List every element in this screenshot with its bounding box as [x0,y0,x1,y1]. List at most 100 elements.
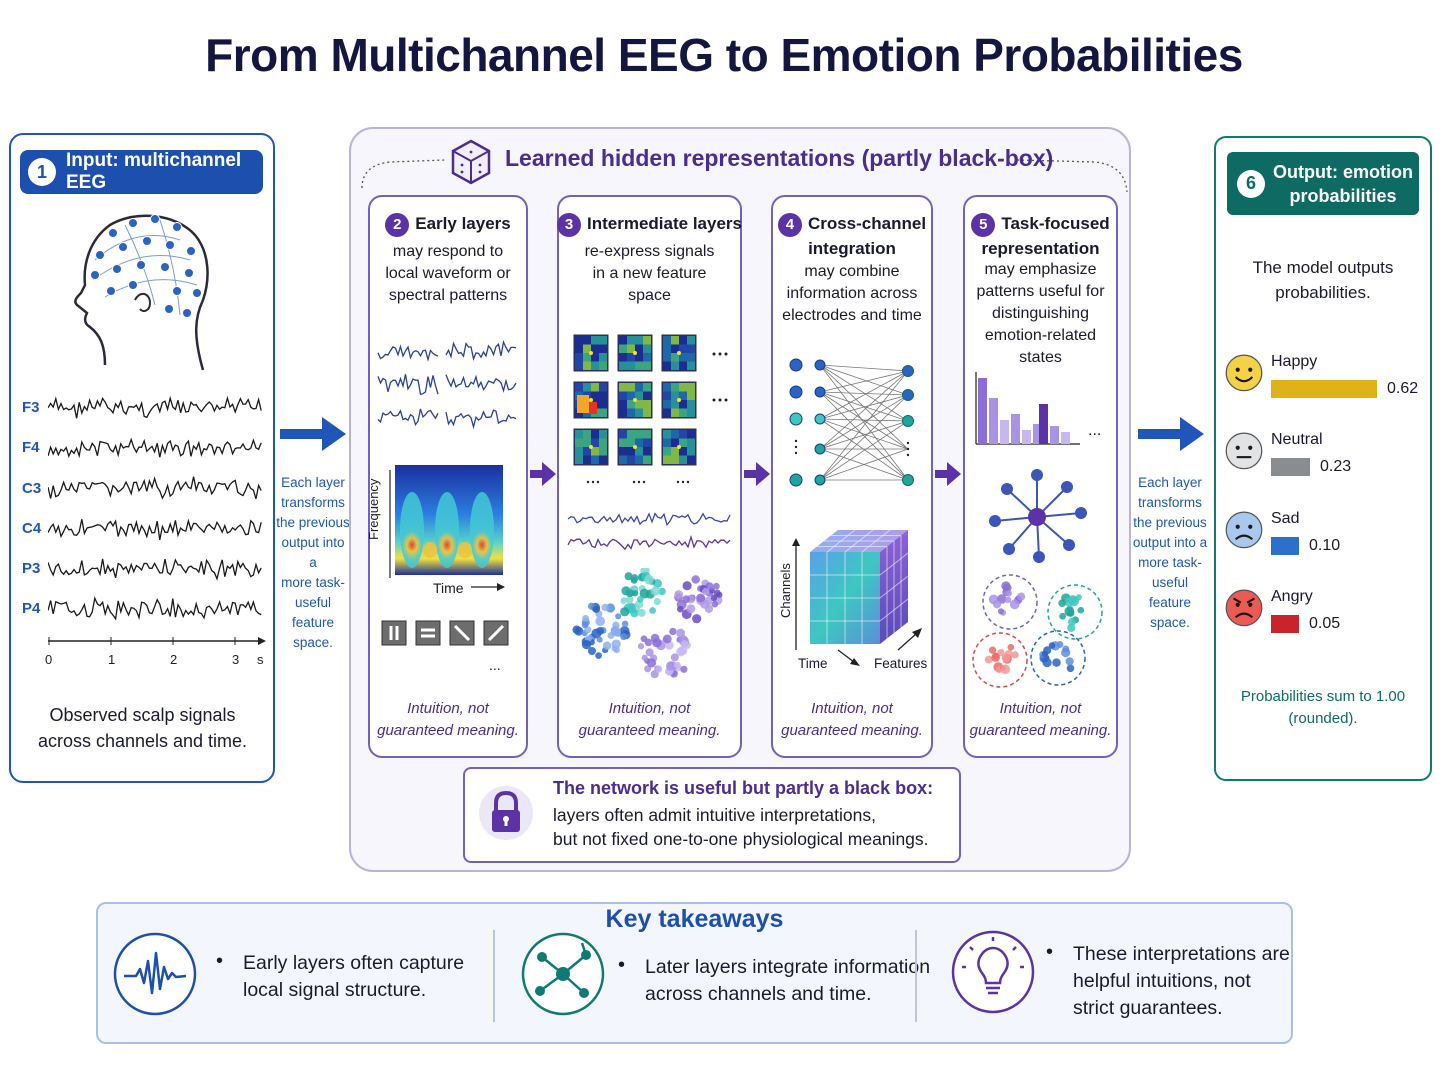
connection-line [819,370,909,481]
output-node [902,415,914,427]
cluster-point [655,665,663,673]
cluster-point [992,600,1002,609]
ellipsis-dot [637,480,641,484]
feature-map-cell [671,400,679,409]
feature-map-cell [643,391,651,400]
feature-map-cell [687,391,695,400]
step-number: 6 [1237,169,1265,198]
eeg-trace [48,395,262,419]
network-icon [521,932,605,1016]
cluster-point [637,596,644,603]
feature-map-cell [575,353,583,362]
cluster-point [669,627,677,636]
arrow-icon [471,583,505,591]
connection-line [819,418,909,422]
cluster-point [1000,664,1011,674]
feature-map-cell [635,430,643,439]
connection-line [819,370,909,393]
eeg-trace [48,518,262,541]
feature-map-cell [635,361,643,370]
feature-map-peak [589,351,593,355]
feature-map-cell [643,408,651,417]
probability-bar [1271,458,1310,476]
cluster-point [1041,650,1049,657]
connection-line [819,391,909,396]
cluster-point [582,614,590,622]
class-clusters [972,574,1103,688]
feature-map-cell [663,447,671,456]
eeg-traces [48,395,262,621]
feature-map-peak [677,351,681,355]
feature-map-cell [591,344,599,353]
cluster-point [665,661,676,671]
cluster-point [1007,643,1015,651]
feature-map-cell [635,353,643,362]
cluster-point [997,608,1004,615]
feature-map-cell [627,361,635,370]
input-node [789,412,803,426]
cluster-point [692,614,702,624]
feature-map-cell [671,353,679,362]
eeg-trace [48,476,262,500]
feature-map-peak [677,445,681,449]
feature-map-cell [619,430,627,439]
feature-map-cell [679,353,687,362]
ellipsis-dot [718,352,722,356]
waveform-snippet [377,344,439,362]
cluster-point [652,638,662,648]
channel-label: P4 [22,600,41,617]
ellipsis-dot [794,445,798,449]
cluster-point [696,593,706,603]
feature-map-cell [583,430,591,439]
cluster-point [624,572,633,581]
feature-map-cell [619,447,627,456]
hidden-node [814,474,826,486]
cluster-point [601,603,609,612]
feature-map-cell [627,344,635,353]
cluster-point [677,605,684,613]
cluster-point [670,653,679,662]
feature-map-cell [635,344,643,353]
black-box-heading: The network is useful but partly a black… [553,778,934,798]
feature-map-cell [679,408,687,417]
feature-map-cell [627,383,635,392]
cluster-boundary [982,574,1038,630]
feature-maps [573,334,728,484]
connection-line [819,364,909,396]
feature-map-cell [687,353,695,362]
feature-map-cell [643,336,651,345]
feature-map-cell [627,438,635,447]
feature-map-cell [619,383,627,392]
cluster-point [596,636,603,643]
feature-map-cell [583,361,591,370]
cluster-point [625,596,634,604]
feature-map-cell [635,336,643,345]
feature-map-cell [575,430,583,439]
feature-map-cell [679,344,687,353]
cluster-point [620,597,628,604]
feature-map-cell [599,353,607,362]
lightbulb-icon [951,930,1035,1014]
feature-map-cell [619,353,627,362]
output-node [902,474,914,486]
sad-face-icon [1224,510,1264,561]
feature-map-cell [643,400,651,409]
cluster-point [988,646,997,654]
feature-map-peak [633,398,637,402]
cluster-point [1004,596,1012,604]
cluster-point [611,626,621,637]
dotted-bracket-left [361,159,446,189]
cluster-point [1002,583,1012,593]
output-node [902,365,914,377]
ellipsis-dot [642,480,646,484]
cluster-point [621,620,629,628]
time-tick: 2 [170,652,178,667]
ellipsis-dot [724,398,728,402]
step-number: 1 [28,158,56,186]
cluster-point [591,628,602,639]
cluster-point [625,589,635,598]
feature-map-cell [599,391,607,400]
cluster-point [1064,597,1074,607]
